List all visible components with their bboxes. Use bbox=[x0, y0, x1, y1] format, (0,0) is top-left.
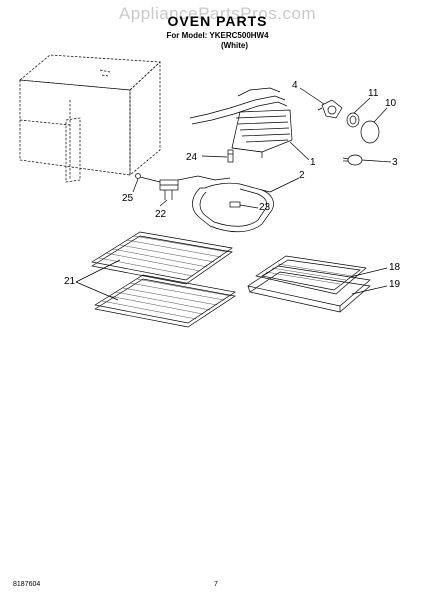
oven-rack-upper bbox=[91, 231, 233, 285]
callout-25: 25 bbox=[122, 193, 134, 204]
oven-rack-lower bbox=[94, 274, 236, 328]
callout-11: 11 bbox=[368, 88, 379, 99]
page-number: 7 bbox=[214, 581, 218, 588]
bake-element bbox=[177, 175, 274, 233]
callout-4: 4 bbox=[292, 80, 298, 91]
color-line: (White) bbox=[220, 41, 249, 50]
callout-10: 10 bbox=[385, 98, 397, 109]
light-socket bbox=[317, 99, 343, 119]
screw-23 bbox=[229, 201, 241, 208]
broil-element bbox=[189, 87, 293, 158]
screw-24 bbox=[227, 149, 234, 163]
watermark: AppliancePartsPros.com bbox=[118, 4, 317, 23]
doc-number: 8187604 bbox=[13, 581, 41, 588]
callout-22: 22 bbox=[155, 209, 167, 220]
callout-3: 3 bbox=[392, 157, 398, 168]
callout-21: 21 bbox=[64, 276, 76, 287]
light-bulb bbox=[342, 154, 363, 166]
broiler-pan bbox=[247, 265, 371, 313]
oven-sensor bbox=[135, 173, 161, 183]
callout-24: 24 bbox=[186, 152, 198, 163]
rack-wires bbox=[98, 235, 353, 320]
model-line: For Model: YKERC500HW4 bbox=[166, 31, 269, 40]
light-lens bbox=[360, 120, 380, 144]
broiler-pan-grid bbox=[255, 255, 367, 295]
page-title: OVEN PARTS bbox=[167, 13, 268, 29]
callout-23: 23 bbox=[259, 202, 271, 213]
light-gasket bbox=[346, 112, 360, 128]
oven-cavity bbox=[19, 54, 161, 183]
callout-2: 2 bbox=[299, 170, 305, 181]
callout-19: 19 bbox=[389, 279, 401, 290]
callout-18: 18 bbox=[389, 262, 401, 273]
terminal-bracket bbox=[159, 179, 179, 200]
leader-lines bbox=[75, 87, 392, 301]
callout-1: 1 bbox=[310, 157, 316, 168]
